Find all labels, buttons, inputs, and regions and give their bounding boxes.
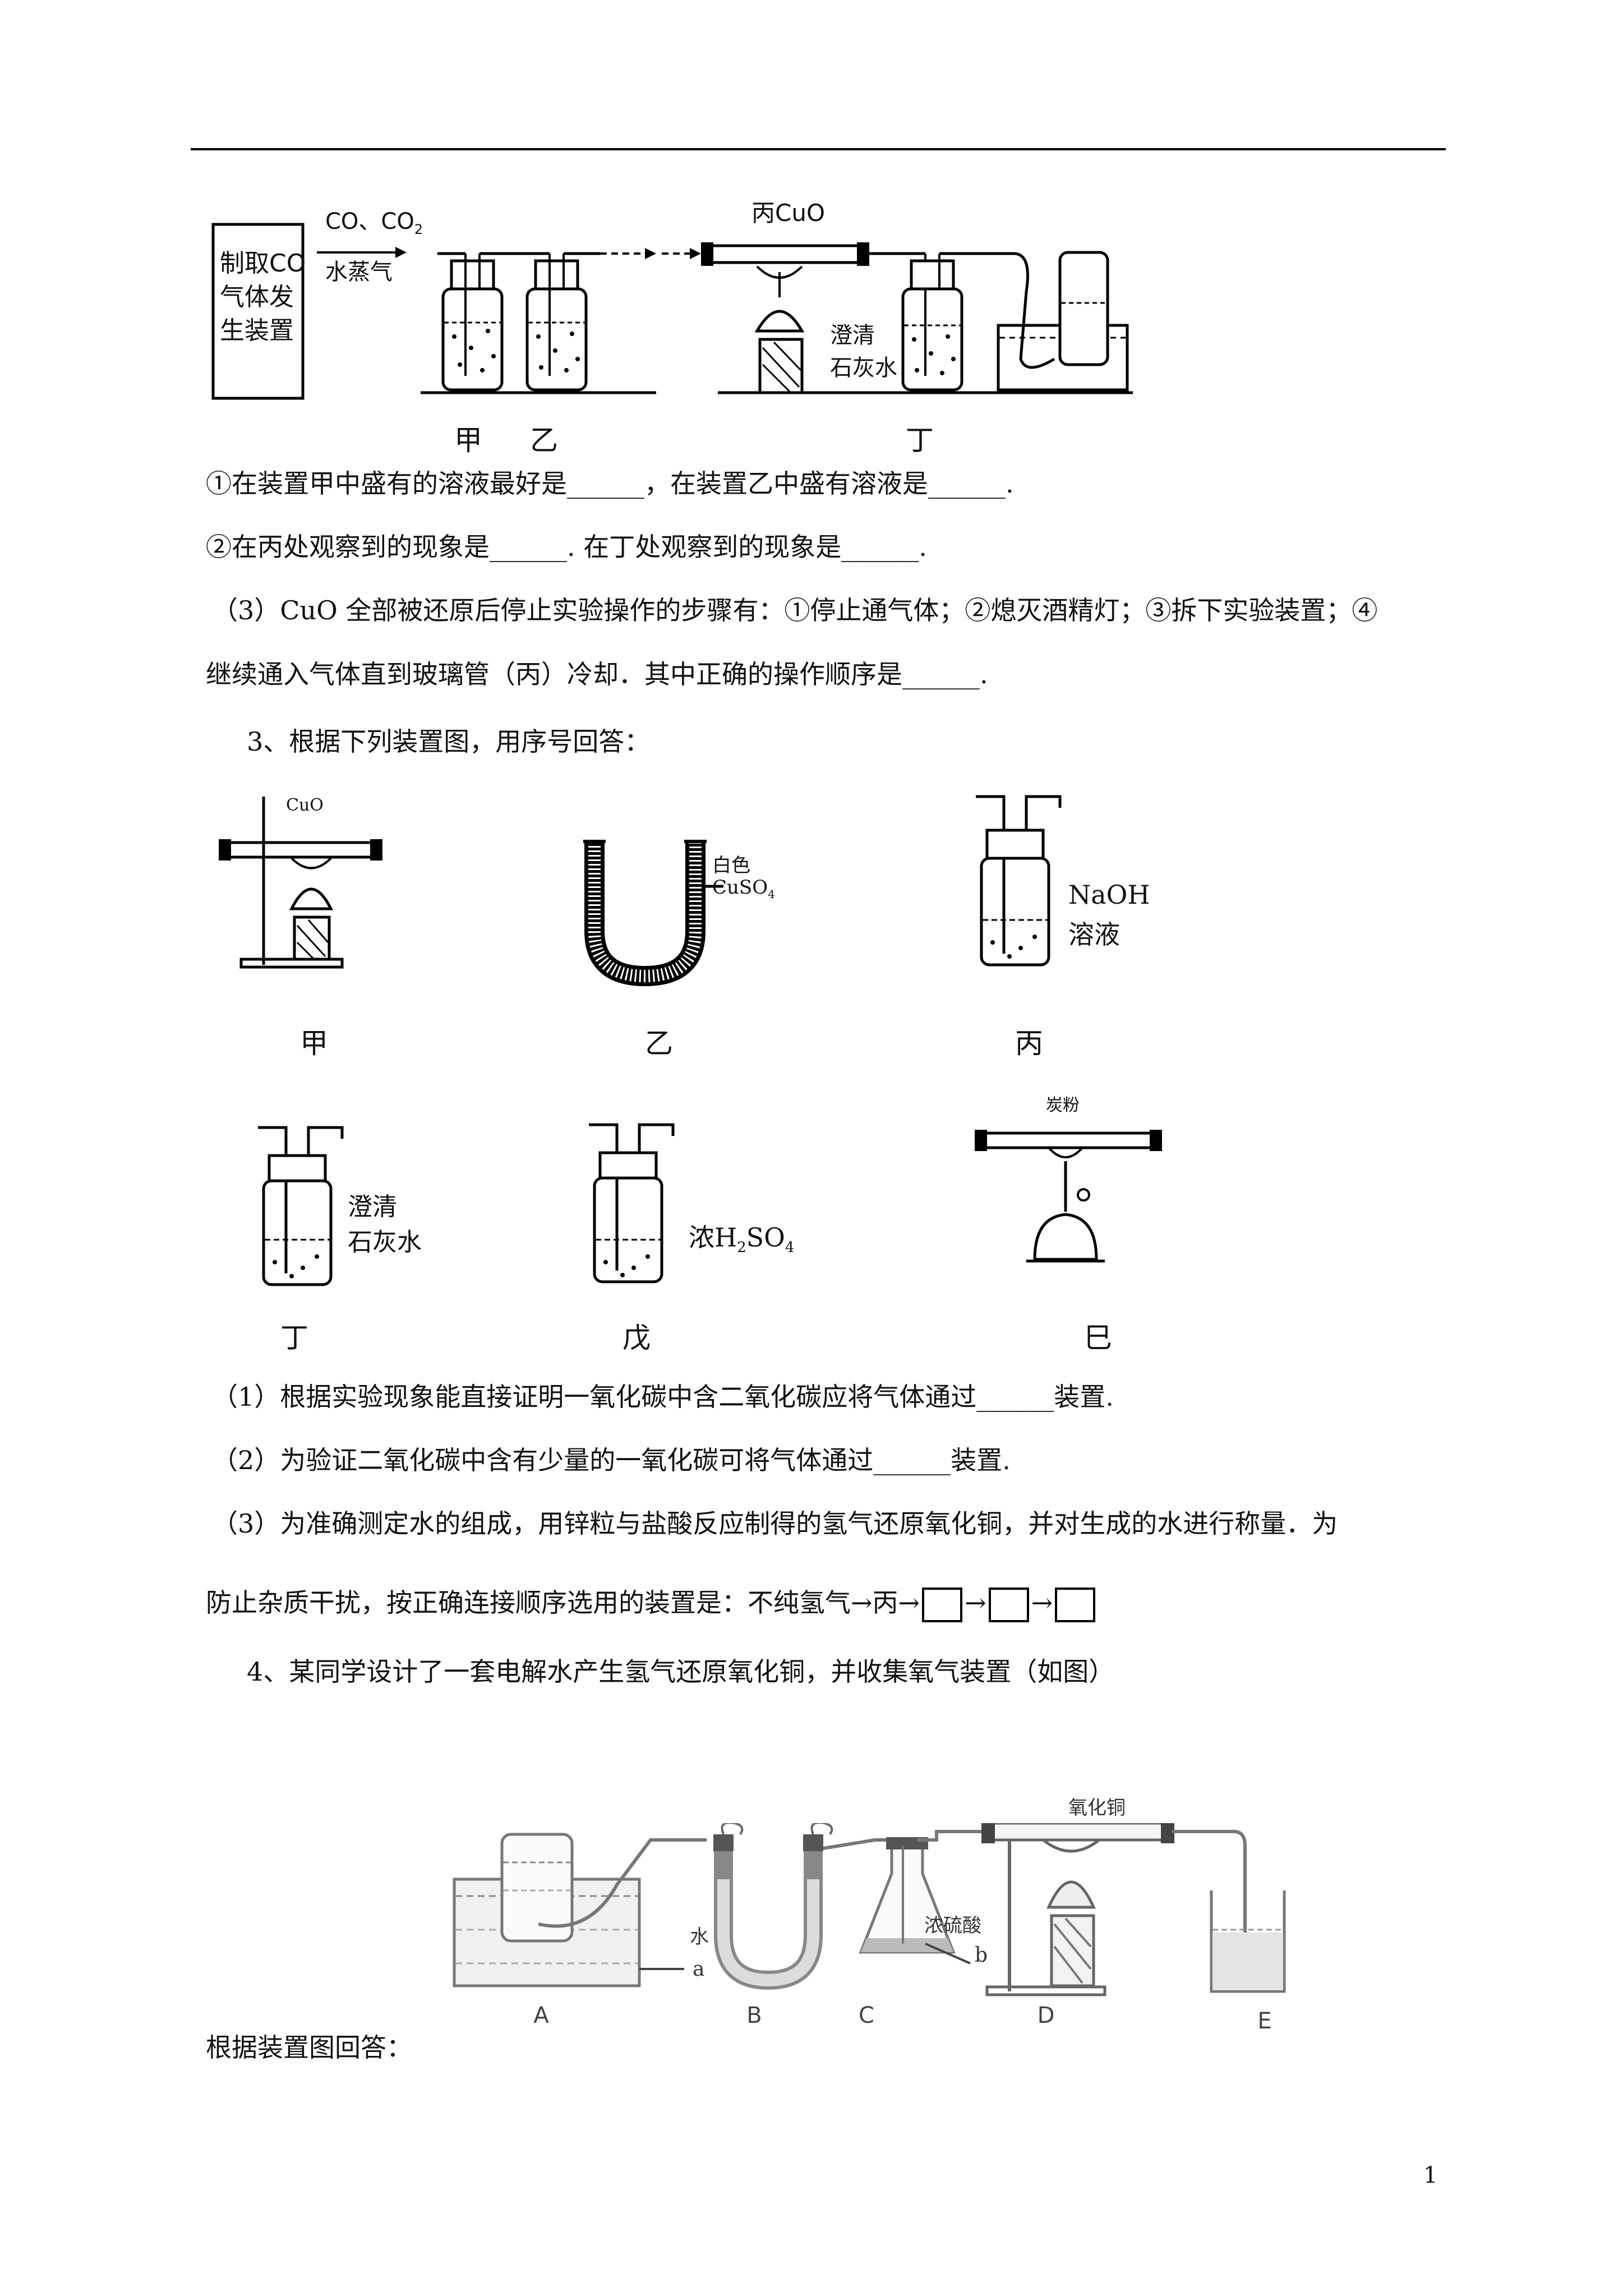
q3-label-wu: 戊 bbox=[623, 1322, 651, 1354]
q4-intro: 4、某同学设计了一套电解水产生氢气还原氧化铜，并收集氧气装置（如图） bbox=[247, 1657, 1115, 1687]
q3-label-jia: 甲 bbox=[300, 1027, 328, 1060]
q3-part-3a: （3）为准确测定水的组成，用锌粒与盐酸反应制得的氢气还原氧化铜，并对生成的水进行… bbox=[212, 1508, 1338, 1539]
yi-label-2: CuSO4 bbox=[712, 876, 775, 901]
gas-label-2: 水蒸气 bbox=[325, 259, 393, 285]
q4-answer-lead: 根据装置图回答： bbox=[206, 2032, 412, 2063]
q3-label-bing: 丙 bbox=[1015, 1027, 1043, 1060]
q3-label-si: 巳 bbox=[1084, 1322, 1112, 1354]
device-wu bbox=[589, 1123, 675, 1283]
bing-solution-label: 溶液 bbox=[1068, 919, 1120, 950]
q4-label-A: A bbox=[533, 2003, 549, 2028]
fig1-label-ding: 丁 bbox=[906, 424, 934, 457]
generator-box-label: 制取CO 气体发 生装置 bbox=[220, 249, 306, 345]
wu-h2so4-label: 浓H2SO4 bbox=[689, 1222, 795, 1257]
q2-line-3: （3）CuO 全部被还原后停止实验操作的步骤有：①停止通气体；②熄灭酒精灯；③拆… bbox=[212, 595, 1378, 625]
limewater-label-2: 石灰水 bbox=[830, 355, 897, 381]
bing-naoh-label: NaOH bbox=[1068, 880, 1150, 910]
device-jia bbox=[219, 797, 382, 969]
limewater-label-1: 澄清 bbox=[830, 323, 875, 348]
device-si bbox=[975, 1130, 1162, 1263]
ding-label-1: 澄清 bbox=[348, 1193, 397, 1221]
q4-cuo-label: 氧化铜 bbox=[1068, 1797, 1126, 1819]
q4-label-B: B bbox=[746, 2003, 762, 2028]
answer-box-3[interactable] bbox=[1055, 1588, 1096, 1622]
q3-part-1: （1）根据实验现象能直接证明一氧化碳中含二氧化碳应将气体通过______装置. bbox=[212, 1382, 1114, 1412]
si-carbon-label: 炭粉 bbox=[1046, 1096, 1080, 1115]
tube-cuo-label: 丙CuO bbox=[751, 199, 826, 227]
ding-label-2: 石灰水 bbox=[348, 1228, 422, 1257]
q4-label-a-pointer: a bbox=[693, 1958, 705, 1981]
device-yi bbox=[583, 840, 723, 987]
q2-line-1: ①在装置甲中盛有的溶液最好是______，在装置乙中盛有溶液是______. bbox=[206, 468, 1014, 499]
q4-acid-label: 浓硫酸 bbox=[924, 1915, 981, 1937]
page-number: 1 bbox=[1423, 2162, 1438, 2188]
gas-label-1: CO、CO2 bbox=[325, 209, 423, 237]
yi-label-1: 白色 bbox=[712, 854, 750, 877]
q3-label-ding: 丁 bbox=[280, 1322, 308, 1354]
figure-co-apparatus bbox=[211, 223, 1133, 400]
jia-cuo-label: CuO bbox=[286, 795, 324, 815]
q4-label-b-pointer: b bbox=[975, 1944, 988, 1967]
figure-electrolysis-apparatus bbox=[453, 1823, 1286, 1996]
q4-water-label: 水 bbox=[690, 1926, 709, 1948]
q3-intro: 3、根据下列装置图，用序号回答： bbox=[247, 726, 651, 757]
q3-part-3b: 防止杂质干扰，按正确连接顺序选用的装置是：不纯氢气→丙→→→ bbox=[206, 1583, 1098, 1622]
answer-box-1[interactable] bbox=[922, 1588, 963, 1622]
q2-line-4: 继续通入气体直到玻璃管（丙）冷却．其中正确的操作顺序是______. bbox=[206, 659, 988, 689]
q4-label-D: D bbox=[1037, 2003, 1055, 2028]
device-bing bbox=[976, 795, 1062, 967]
q4-label-C: C bbox=[859, 2003, 874, 2028]
q3-part-2: （2）为验证二氧化碳中含有少量的一氧化碳可将气体通过______装置. bbox=[212, 1445, 1011, 1475]
q2-line-2: ②在丙处观察到的现象是______. 在丁处观察到的现象是______. bbox=[206, 532, 927, 562]
q4-label-E: E bbox=[1257, 2008, 1272, 2034]
header-rule bbox=[191, 148, 1446, 150]
answer-box-2[interactable] bbox=[988, 1588, 1029, 1622]
q3-label-yi: 乙 bbox=[645, 1027, 673, 1060]
fig1-label-jia: 甲 bbox=[454, 424, 482, 457]
fig1-label-yi: 乙 bbox=[530, 424, 558, 457]
device-ding bbox=[258, 1126, 344, 1286]
